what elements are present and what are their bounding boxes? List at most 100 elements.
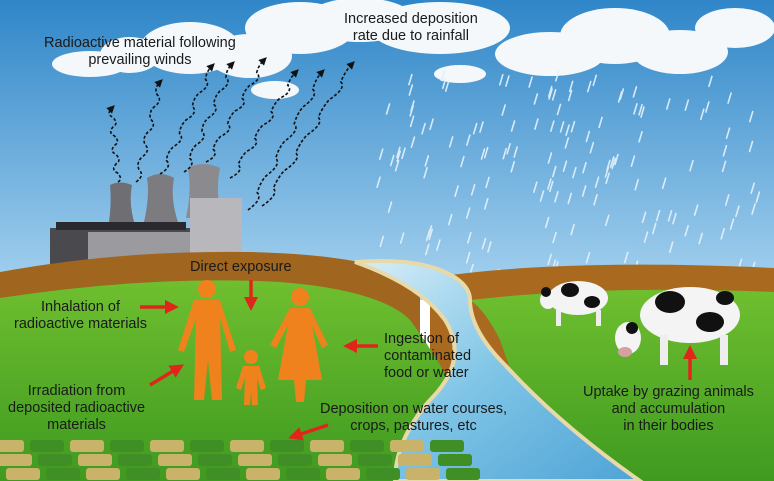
rain-streak xyxy=(444,80,450,92)
rain-streak xyxy=(465,251,471,264)
plume-arrow xyxy=(159,63,215,175)
rain-streak xyxy=(641,211,647,224)
rain-streak xyxy=(605,172,610,184)
rain-streak xyxy=(454,185,459,197)
rain-streak xyxy=(593,193,598,206)
rain-streak xyxy=(570,223,575,236)
plume-arrow xyxy=(261,61,355,207)
crop-patch xyxy=(398,454,432,466)
rain-streak xyxy=(460,155,465,168)
rain-streak xyxy=(617,91,623,103)
rain-streak xyxy=(389,154,395,167)
rain-streak xyxy=(421,122,426,135)
arrow-irradiation xyxy=(149,364,184,387)
rain-streak xyxy=(751,203,756,215)
rain-streak xyxy=(604,214,610,227)
rain-streak xyxy=(643,231,649,243)
crop-patch xyxy=(70,440,104,452)
rain-streak xyxy=(441,69,446,82)
cloud-small-2 xyxy=(434,65,486,83)
crop-patch xyxy=(310,440,344,452)
rain-streak xyxy=(705,101,710,113)
crop-patch xyxy=(358,454,392,466)
rain-streak xyxy=(401,147,406,160)
rain-streak xyxy=(483,146,489,159)
label-direct-exposure: Direct exposure xyxy=(190,259,292,276)
rain-streak xyxy=(698,232,703,245)
rain-streak xyxy=(552,231,557,244)
plant-roof xyxy=(56,222,186,230)
label-irrad-line1: Irradiation from xyxy=(27,383,126,399)
family xyxy=(178,280,328,405)
rain-streak xyxy=(544,216,550,229)
rain-streak xyxy=(651,222,657,235)
rain-streak xyxy=(722,144,728,157)
rain-streak xyxy=(548,88,553,100)
rain-streak xyxy=(410,136,416,148)
red-arrows xyxy=(140,280,697,441)
rain-streak xyxy=(735,205,740,218)
plume-arrow xyxy=(205,57,267,163)
radioactive-plumes xyxy=(106,57,355,211)
rain-streak xyxy=(567,192,573,205)
crop-patch xyxy=(6,468,40,480)
rain-streak xyxy=(562,160,568,173)
crop-patch xyxy=(430,440,464,452)
plume-arrow xyxy=(183,61,235,173)
crop-patch xyxy=(406,468,440,480)
rain-streak xyxy=(510,120,516,132)
label-uptake: Uptake by grazing animals and accumulati… xyxy=(583,384,754,435)
rain-streak xyxy=(528,76,533,88)
label-deposition: Deposition on water courses, crops, past… xyxy=(320,401,507,435)
rain-streak xyxy=(755,191,761,203)
rain-streak xyxy=(665,98,671,110)
label-winds-line2: prevailing winds xyxy=(88,52,192,68)
crop-patch xyxy=(118,454,152,466)
label-inhalation: Inhalation of radioactive materials xyxy=(14,299,147,333)
cooling-tower-2 xyxy=(144,174,178,222)
label-rain-line2: rate due to rainfall xyxy=(352,28,469,44)
crop-patch xyxy=(230,440,264,452)
rain-streak xyxy=(447,213,453,226)
rain-streak xyxy=(551,165,557,178)
rain-streak xyxy=(638,130,643,143)
rain-streak xyxy=(640,106,645,118)
cooling-tower-1 xyxy=(108,182,136,228)
label-direct-line1: Direct exposure xyxy=(190,259,292,275)
rain-streak xyxy=(748,140,754,153)
rain-streak xyxy=(727,92,732,104)
rain-streak xyxy=(547,85,553,98)
rain-streak xyxy=(533,93,539,105)
cloud-left xyxy=(52,0,510,78)
rain-streak xyxy=(708,75,713,88)
rain-streak xyxy=(499,73,504,86)
label-ingestion: Ingestion of contaminated food or water xyxy=(384,331,471,382)
cow-front xyxy=(615,287,740,365)
rain-streak xyxy=(619,88,625,100)
rain-streak xyxy=(408,73,413,86)
rain-streak xyxy=(385,103,391,115)
person-man xyxy=(178,280,236,400)
rain-streak xyxy=(424,243,430,256)
label-depo-line2: crops, pastures, etc xyxy=(350,418,477,434)
rain-streak xyxy=(510,160,516,173)
crop-patch xyxy=(270,440,304,452)
crop-patch xyxy=(446,468,480,480)
rain-streak xyxy=(440,69,445,81)
field-left xyxy=(0,280,470,481)
rain-streak xyxy=(632,86,638,98)
label-ingest-line1: Ingestion of xyxy=(384,331,459,347)
crop-patch xyxy=(390,440,424,452)
rain-streak xyxy=(483,197,489,210)
label-inhal-line1: Inhalation of xyxy=(40,299,120,315)
rain-streak xyxy=(633,103,638,115)
crop-patch xyxy=(278,454,312,466)
rain-streak xyxy=(470,184,476,196)
rain-streak xyxy=(748,110,754,123)
rain-streak xyxy=(570,120,576,133)
crop-patch xyxy=(206,468,240,480)
rain-streak xyxy=(729,218,735,230)
rain-streak xyxy=(378,148,384,160)
crop-patch xyxy=(0,440,24,452)
crop-patch xyxy=(190,440,224,452)
